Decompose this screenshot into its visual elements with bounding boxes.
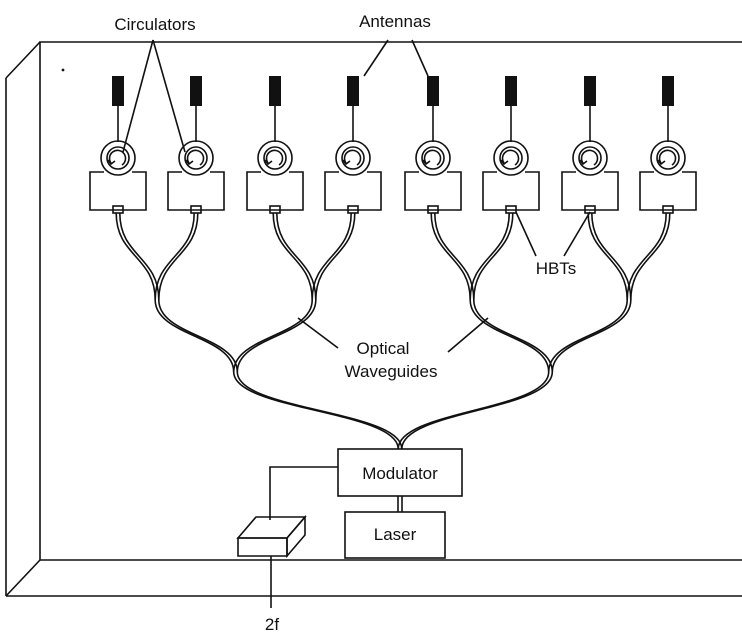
antenna xyxy=(427,76,439,106)
circulator-icon xyxy=(572,140,608,176)
array-element xyxy=(324,76,382,214)
waveguides-label: Waveguides xyxy=(345,362,438,381)
antenna xyxy=(112,76,124,106)
hbts-label: HBTs xyxy=(536,259,577,278)
input-2f-label: 2f xyxy=(265,615,279,634)
antenna xyxy=(347,76,359,106)
circulator-icon xyxy=(493,140,529,176)
laser-label: Laser xyxy=(374,525,417,544)
antennas-label: Antennas xyxy=(359,12,431,31)
circulator-icon xyxy=(650,140,686,176)
array-element xyxy=(246,76,304,214)
circulators-label: Circulators xyxy=(114,15,195,34)
hbt-block xyxy=(167,171,225,214)
array-element xyxy=(482,76,540,214)
optical-label: Optical xyxy=(357,339,410,358)
array-element xyxy=(561,76,619,214)
frequency-source: 2f xyxy=(236,466,338,634)
array-element xyxy=(639,76,697,214)
array-element xyxy=(167,76,225,214)
hbt-block xyxy=(404,171,462,214)
hbt-block xyxy=(89,171,147,214)
array-element xyxy=(404,76,462,214)
antenna xyxy=(505,76,517,106)
antenna xyxy=(269,76,281,106)
array-element xyxy=(89,76,147,214)
hbt-block xyxy=(246,171,304,214)
callouts: Circulators Antennas HBTs Optical Wavegu… xyxy=(114,12,591,381)
antenna xyxy=(584,76,596,106)
circulator-icon xyxy=(257,140,293,176)
modulator-label: Modulator xyxy=(362,464,438,483)
antenna xyxy=(662,76,674,106)
circulator-icon xyxy=(335,140,371,176)
circulator-icon xyxy=(415,140,451,176)
modulator: Modulator xyxy=(337,448,463,497)
circulator-icon xyxy=(178,140,214,176)
hbt-block xyxy=(324,171,382,214)
board xyxy=(5,41,742,597)
circulator-icon xyxy=(100,140,136,176)
hbt-block xyxy=(482,171,540,214)
hbt-block xyxy=(639,171,697,214)
antenna xyxy=(190,76,202,106)
optical-waveguides xyxy=(115,212,671,450)
laser: Laser xyxy=(344,511,446,559)
array-elements xyxy=(89,76,697,214)
hbt-block xyxy=(561,171,619,214)
